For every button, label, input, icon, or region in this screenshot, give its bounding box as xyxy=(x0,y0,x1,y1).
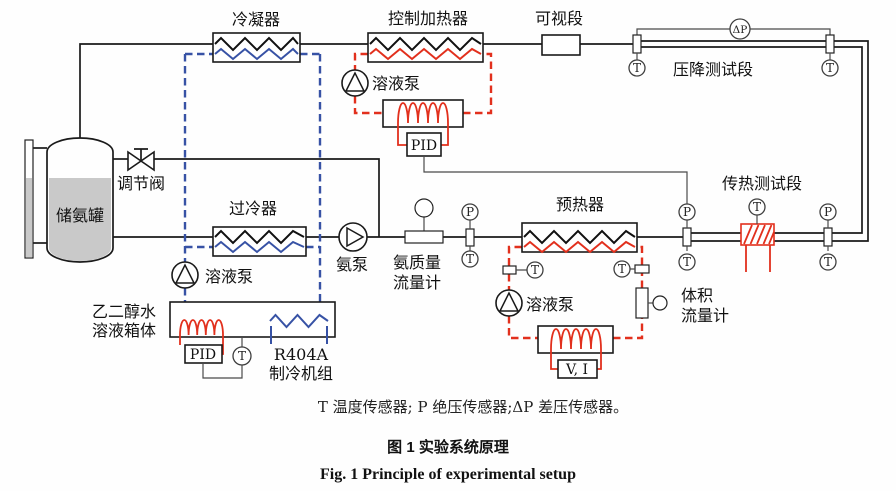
ammonia-pump-label: 氨泵 xyxy=(336,255,368,274)
heater-coil xyxy=(397,102,449,124)
svg-text:T: T xyxy=(618,262,626,276)
pid-top-label: PID xyxy=(411,138,437,154)
pressure-sensor-mfm xyxy=(461,203,479,221)
temp-sensor-mfm xyxy=(461,250,479,268)
regulating-valve-label: 调节阀 xyxy=(117,174,165,193)
svg-text:T: T xyxy=(826,61,834,75)
mass-flow-meter: 氨质量 流量计 xyxy=(393,198,444,292)
control-heater: 控制加热器 xyxy=(367,9,484,63)
solution-pump-right: 溶液泵 xyxy=(495,289,574,317)
preheater-power-unit: V, I xyxy=(537,325,614,379)
svg-text:P: P xyxy=(824,205,832,219)
svg-text:ΔP: ΔP xyxy=(733,24,748,36)
coolant-loop-dashed xyxy=(183,52,322,302)
pid-signal-line xyxy=(423,156,688,204)
regulating-valve: 调节阀 xyxy=(117,148,165,193)
mass-flow-meter-label-2: 流量计 xyxy=(393,273,441,292)
temp-sensor-ht-wall xyxy=(748,198,766,216)
pressure-sensor-ht-inlet xyxy=(678,203,696,221)
svg-text:T: T xyxy=(824,255,832,269)
solution-pump-left: 溶液泵 xyxy=(171,261,253,289)
svg-text:T: T xyxy=(683,255,691,269)
tank-liquid xyxy=(49,178,111,261)
temp-sensor-preheater-out xyxy=(613,260,631,278)
pressure-drop-section-label: 压降测试段 xyxy=(673,60,753,79)
solution-pump-top-label: 溶液泵 xyxy=(372,74,420,93)
volume-flow-meter: 体积 流量计 xyxy=(635,286,729,325)
heat-transfer-section-label: 传热测试段 xyxy=(722,174,802,193)
svg-text:T: T xyxy=(753,200,761,214)
glycol-tank-label-1: 乙二醇水 xyxy=(92,302,156,321)
pressure-sensor-ht-outlet xyxy=(819,203,837,221)
control-heater-label: 控制加热器 xyxy=(388,9,468,28)
heat-transfer-test-section: T 传热测试段 xyxy=(722,174,802,272)
vi-meter-box xyxy=(557,359,598,379)
vi-meter-label: V, I xyxy=(565,362,588,378)
sensors: T T P T P T P T T T xyxy=(461,53,839,279)
ammonia-pump: 氨泵 xyxy=(336,222,368,274)
pressure-drop-test-section: ΔP 压降测试段 xyxy=(636,18,831,79)
temp-sensor-pd-inlet xyxy=(628,59,646,77)
sight-section-label: 可视段 xyxy=(535,9,583,28)
temp-sensor-glycol xyxy=(232,346,252,366)
temp-sensor-pd-outlet xyxy=(821,59,839,77)
glycol-solution-tank: PID T 乙二醇水 溶液箱体 R404A 制冷机组 xyxy=(92,301,336,383)
glycol-tank-label-2: 溶液箱体 xyxy=(92,321,156,340)
preheater-coil xyxy=(550,328,602,350)
temp-sensor-ht-inlet xyxy=(678,253,696,271)
tank-heater-coil xyxy=(179,319,224,336)
svg-text:T: T xyxy=(531,263,539,277)
solution-pump-left-label: 溶液泵 xyxy=(205,267,253,286)
subcooler-label: 过冷器 xyxy=(229,199,277,218)
dp-sensor xyxy=(729,18,751,40)
svg-text:T: T xyxy=(466,252,474,266)
ammonia-tank-label: 储氨罐 xyxy=(56,206,104,225)
solution-pump-top: 溶液泵 xyxy=(341,69,420,97)
condenser-label: 冷凝器 xyxy=(232,10,280,29)
preheater-label: 预热器 xyxy=(556,195,604,214)
r404a-evaporator-coil xyxy=(269,313,329,329)
preheater: 预热器 xyxy=(521,195,638,254)
figure-caption-zh: 图 1 实验系统原理 xyxy=(387,438,509,456)
control-heater-power-unit: PID xyxy=(382,99,688,204)
figure-caption-en: Fig. 1 Principle of experimental setup xyxy=(320,466,576,483)
svg-text:T: T xyxy=(238,349,246,363)
subcooler: 过冷器 xyxy=(212,199,307,257)
chiller-label-2: 制冷机组 xyxy=(269,364,333,383)
svg-text:T: T xyxy=(633,61,641,75)
temp-sensor-ht-outlet xyxy=(819,253,837,271)
temp-sensor-preheater-in xyxy=(526,261,544,279)
volume-flow-meter-label-1: 体积 xyxy=(681,286,713,305)
heater-loops-dashed xyxy=(353,52,644,340)
mass-flow-meter-label-1: 氨质量 xyxy=(393,253,441,272)
solution-pump-right-label: 溶液泵 xyxy=(526,295,574,314)
volume-flow-meter-label-2: 流量计 xyxy=(681,306,729,325)
sight-section: 可视段 xyxy=(535,9,583,56)
sensor-legend: T 温度传感器; P 绝压传感器;ΔP 差压传感器。 xyxy=(318,398,628,416)
tank-outline xyxy=(46,137,114,263)
level-gauge-liquid xyxy=(26,178,32,257)
svg-text:P: P xyxy=(466,205,474,219)
chiller-label-1: R404A xyxy=(274,345,329,364)
pid-bottom-label: PID xyxy=(190,347,216,363)
ammonia-storage-tank: 储氨罐 xyxy=(24,137,114,263)
svg-text:P: P xyxy=(683,205,691,219)
condenser: 冷凝器 xyxy=(212,10,301,63)
